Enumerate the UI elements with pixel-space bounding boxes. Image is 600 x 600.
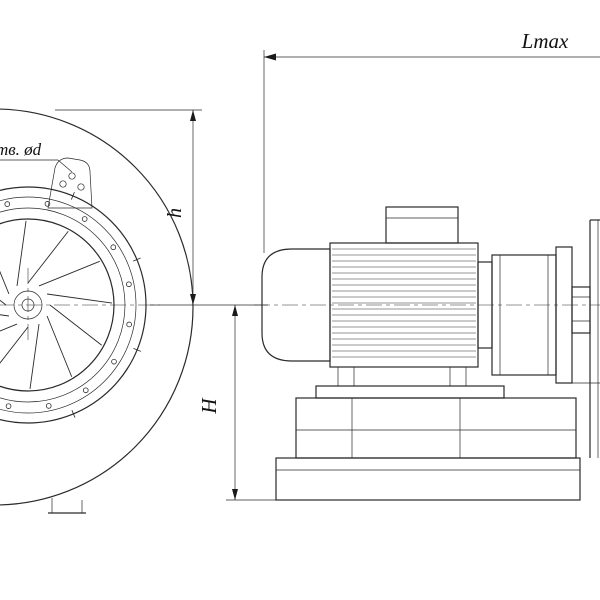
motor-end-cap (261, 248, 331, 362)
motor-foot-right (449, 366, 467, 387)
inlet-flange-inner (0, 196, 137, 414)
flange-tick-marks (70, 192, 141, 418)
h-arrow-bottom (190, 294, 196, 305)
front-view: тв. ød (0, 108, 194, 514)
shaft-housing (571, 286, 591, 334)
h-arrow-top (190, 110, 196, 121)
motor-terminal-box (385, 206, 459, 244)
Lmax-label: Lmax (521, 29, 569, 53)
H-arrow-top (232, 305, 238, 316)
support-frame (295, 397, 577, 459)
flange-bolt-holes (4, 201, 132, 409)
mounting-bracket (47, 157, 93, 209)
h-label: h (164, 208, 186, 218)
base-plate (275, 457, 581, 501)
side-view (254, 206, 600, 501)
holes-note-leader (57, 159, 73, 173)
H-arrow-bottom (232, 489, 238, 500)
scroll-housing-circle (0, 108, 194, 506)
fan-inlet-flange-side (555, 246, 573, 384)
dimension-Lmax: Lmax (263, 29, 600, 253)
bracket-hole-3 (77, 183, 85, 191)
bracket-hole-2 (68, 172, 76, 180)
dimension-H: H (197, 305, 282, 501)
holes-note-label: тв. ød (0, 140, 42, 159)
motor-foot-left (337, 366, 355, 387)
bracket-hole-1 (59, 180, 67, 188)
dimension-h: h (55, 109, 268, 306)
motor-rail-plate (315, 385, 505, 399)
H-label: H (197, 397, 221, 415)
Lmax-arrow-left (264, 53, 276, 61)
motor-cooling-fins (332, 248, 476, 358)
bearing-block (491, 254, 557, 376)
impeller-blades (0, 220, 113, 390)
